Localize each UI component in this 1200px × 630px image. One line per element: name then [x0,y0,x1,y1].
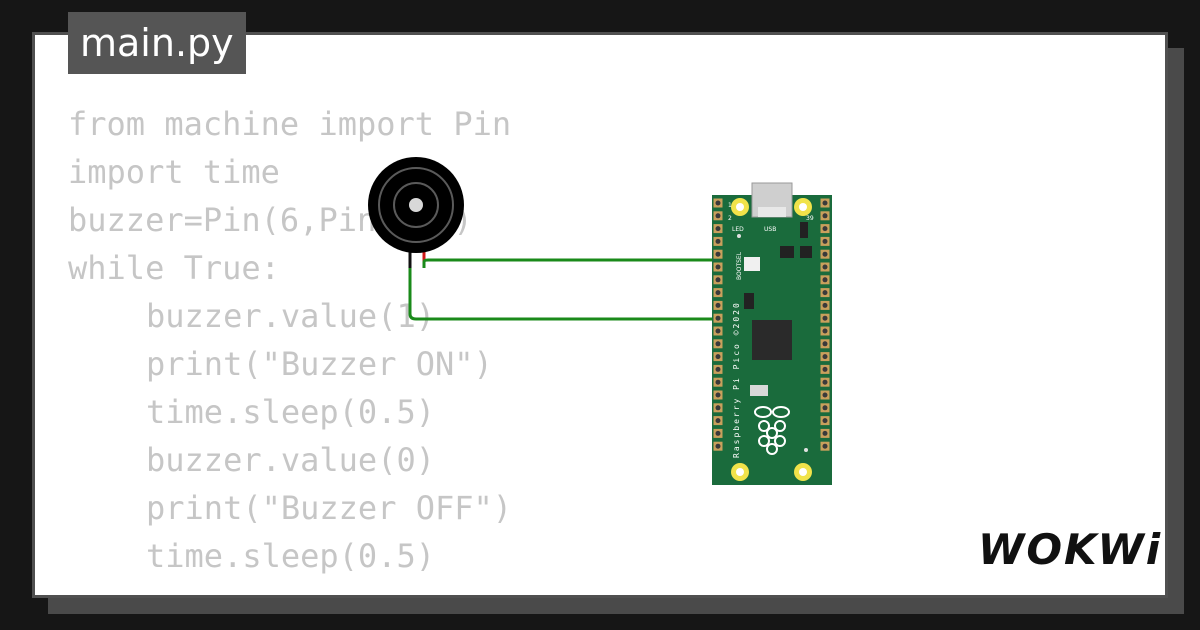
code-line: buzzer=Pin(6,Pin.OUT) [68,201,473,239]
code-listing: from machine import Pin import time buzz… [68,100,512,580]
code-line: buzzer.value(1) [146,297,435,335]
file-tab-label: main.py [80,21,234,65]
code-line: while True: [68,249,280,287]
code-line: buzzer.value(0) [146,441,435,479]
wokwi-logo-text: WOKWi [978,525,1163,574]
code-line: from machine import Pin [68,105,512,143]
wokwi-logo: WOKWi [978,524,1160,576]
file-tab[interactable]: main.py [68,12,246,74]
code-line: time.sleep(0.5) [146,393,435,431]
code-line: print("Buzzer ON") [146,345,493,383]
code-line: time.sleep(0.5) [146,537,435,575]
code-line: import time [68,153,280,191]
code-line: print("Buzzer OFF") [146,489,513,527]
